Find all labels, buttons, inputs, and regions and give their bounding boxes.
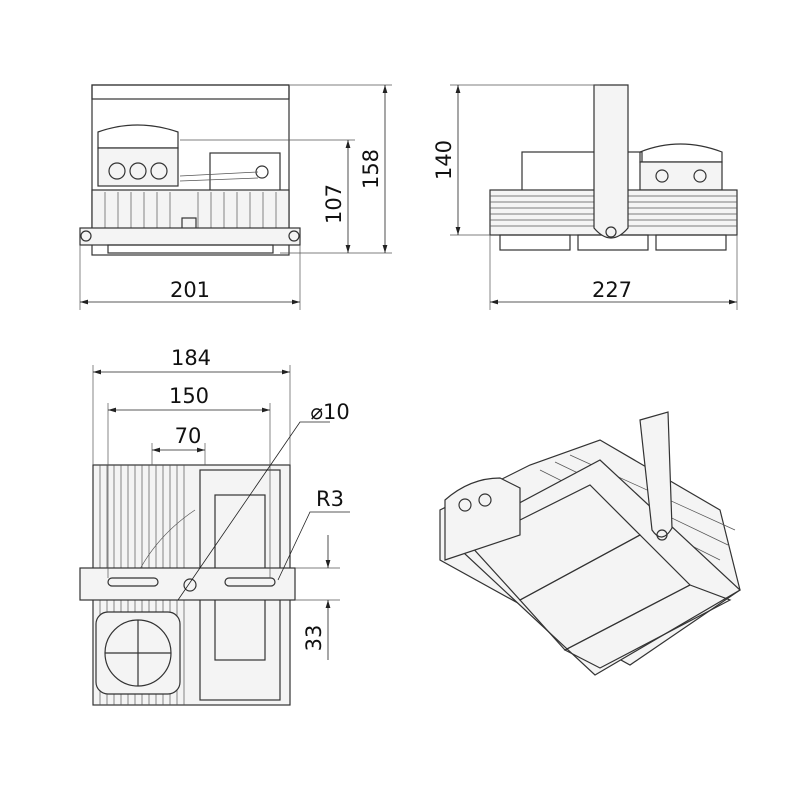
- bottom-hole-spacing-dim: 150: [169, 384, 209, 408]
- front-width-dim: 201: [170, 278, 210, 302]
- front-view: 201 158 107: [79, 84, 392, 310]
- led-modules: [469, 484, 732, 669]
- bottom-inner-dim: 70: [175, 424, 202, 448]
- side-width-dim: 227: [592, 278, 632, 302]
- front-body-height-dim: 107: [322, 184, 346, 224]
- bottom-hole-diameter-dim: ⌀10: [310, 400, 349, 424]
- bottom-overall-dim: 184: [171, 346, 211, 370]
- front-height-dim: 158: [359, 149, 383, 189]
- bottom-radius-dim: R3: [316, 487, 344, 511]
- side-height-dim: 140: [432, 140, 456, 180]
- isometric-view: [439, 411, 741, 676]
- bottom-view: 184 150 70 ⌀10 R3 33: [79, 346, 350, 706]
- bottom-offset-dim: 33: [302, 625, 326, 652]
- side-view: 140 227: [432, 84, 738, 310]
- heat-sink-fins: [104, 192, 277, 238]
